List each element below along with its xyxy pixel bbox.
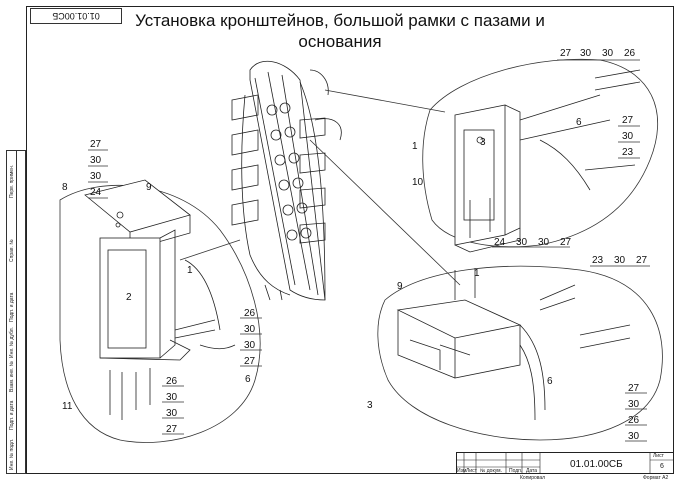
callout-9: 9 [397, 281, 403, 292]
callout-6: 6 [245, 374, 251, 385]
callout-24: 24 [90, 187, 102, 198]
callout-6: 6 [547, 376, 553, 387]
callout-26: 26 [628, 415, 640, 426]
drawing-frame [26, 6, 674, 474]
stamp-col-4: Дата [526, 468, 538, 474]
callout-30: 30 [166, 408, 178, 419]
callout-27: 27 [622, 115, 634, 126]
side-strip-col [7, 151, 17, 473]
callout-27: 27 [244, 356, 256, 367]
callout-26: 26 [166, 376, 178, 387]
callout-30: 30 [622, 131, 634, 142]
callout-30: 30 [628, 399, 640, 410]
callout-23: 23 [622, 147, 634, 158]
drawing-title: Установка кронштейнов, большой рамки с п… [135, 11, 545, 51]
callout-30: 30 [166, 392, 178, 403]
leader-line [324, 89, 446, 113]
stamp-sheet-number: 6 [660, 463, 664, 470]
callout-30: 30 [538, 237, 550, 248]
side-stamp-strip [6, 150, 26, 474]
callout-2: 2 [126, 292, 132, 303]
callout-30: 30 [90, 171, 102, 182]
leader-line [179, 239, 241, 261]
stamp-col-2: № докум. [480, 468, 502, 474]
stamp-col-1: Лист [466, 468, 477, 474]
stamp-format: Формат A2 [643, 475, 669, 481]
stamp-col-0: Изм [457, 468, 467, 474]
callout-30: 30 [90, 155, 102, 166]
callout-11: 11 [62, 401, 73, 412]
callout-3: 3 [480, 137, 486, 148]
callout-30: 30 [614, 255, 626, 266]
stamp-copied: Копировал [520, 475, 546, 481]
leader-line [309, 139, 461, 286]
callout-30: 30 [602, 48, 614, 59]
callout-27: 27 [560, 48, 572, 59]
callout-1: 1 [474, 268, 480, 279]
callout-1: 1 [187, 265, 193, 276]
bottom-right-bracket [396, 268, 631, 421]
bottom-right-detail-outline [377, 265, 663, 441]
callout-27: 27 [636, 255, 648, 266]
callout-26: 26 [244, 308, 256, 319]
callout-30: 30 [244, 340, 256, 351]
callout-30: 30 [580, 48, 592, 59]
callout-30: 30 [628, 431, 640, 442]
callout-24: 24 [494, 237, 506, 248]
callout-30: 30 [244, 324, 256, 335]
left-bracket [84, 179, 236, 420]
left-detail-outline [59, 184, 261, 443]
title-block [456, 452, 674, 474]
callout-9: 9 [146, 182, 152, 193]
callout-1: 1 [412, 141, 418, 152]
callout-stack-rules [88, 59, 650, 442]
callout-3: 3 [367, 400, 373, 411]
callout-26: 26 [624, 48, 636, 59]
callout-27: 27 [90, 139, 102, 150]
callout-6: 6 [576, 117, 582, 128]
callout-8: 8 [62, 182, 68, 193]
callout-30: 30 [516, 237, 528, 248]
callout-27: 27 [628, 383, 640, 394]
stamp-col-3: Подп. [509, 468, 523, 474]
callout-10: 10 [412, 177, 424, 188]
stamp-doc-code: 01.01.00СБ [570, 459, 623, 470]
stamp-sheet-label: Лист [653, 453, 664, 459]
callout-23: 23 [592, 255, 604, 266]
central-frame [231, 61, 342, 301]
callout-27: 27 [560, 237, 572, 248]
callout-27: 27 [166, 424, 178, 435]
top-right-bracket [454, 69, 641, 253]
